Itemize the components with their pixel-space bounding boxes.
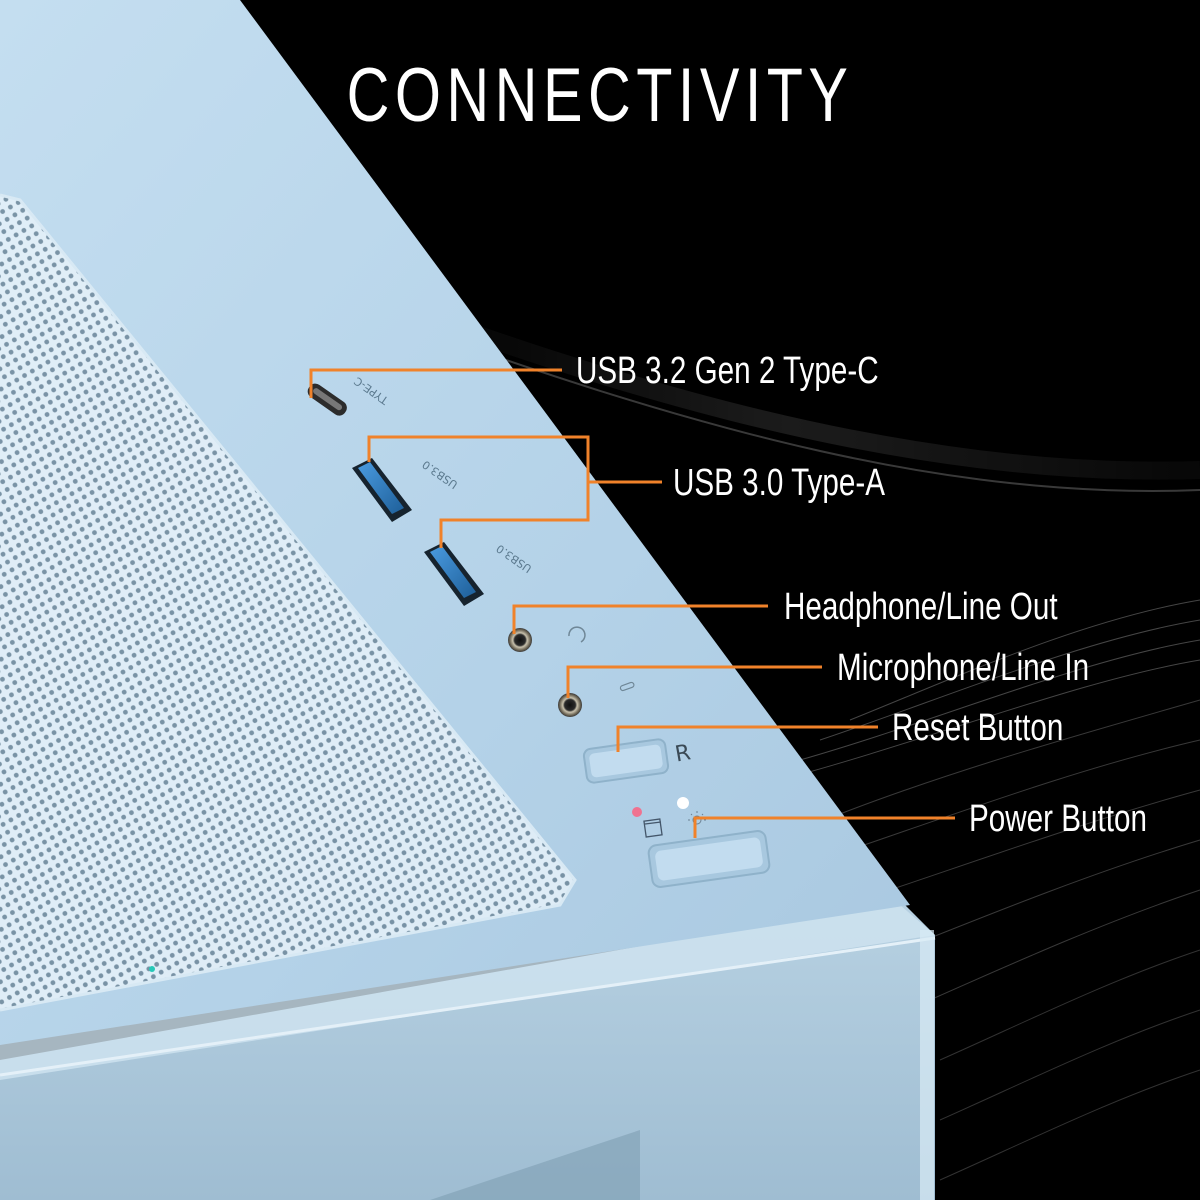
headphone-icon [568,626,586,643]
page-title: CONNECTIVITY [346,53,854,138]
case-side-panel [0,900,935,1200]
callout-line-microphone [566,665,822,698]
label-power: Power Button [969,798,1147,840]
reset-button[interactable] [582,738,670,784]
mesh-dust-filter [0,195,575,1010]
callout-line-usb-a [367,435,590,548]
hdd-activity-icon [643,818,663,838]
label-usb-c: USB 3.2 Gen 2 Type-C [576,350,879,392]
callout-line-headphone [512,604,768,634]
power-led [677,797,689,809]
usb-a-port-2[interactable] [424,542,484,606]
hdd-led [632,807,642,817]
label-microphone: Microphone/Line In [837,647,1090,689]
headphone-jack[interactable] [508,628,532,652]
case-window [430,1130,640,1200]
callout-lines [309,368,955,838]
usb-a-port-1[interactable] [352,458,412,522]
callout-line-power [693,816,955,838]
microphone-icon [619,681,635,692]
usb-c-port[interactable] [305,381,350,419]
microphone-jack[interactable] [558,693,582,717]
reset-marking: R [673,740,692,767]
callout-line-reset [616,725,878,752]
label-usb-a: USB 3.0 Type-A [673,462,885,504]
power-led-icon [688,811,706,825]
power-button[interactable] [647,830,771,888]
label-reset: Reset Button [892,707,1064,749]
callout-line-usb-c [309,368,562,398]
label-headphone: Headphone/Line Out [784,586,1058,628]
